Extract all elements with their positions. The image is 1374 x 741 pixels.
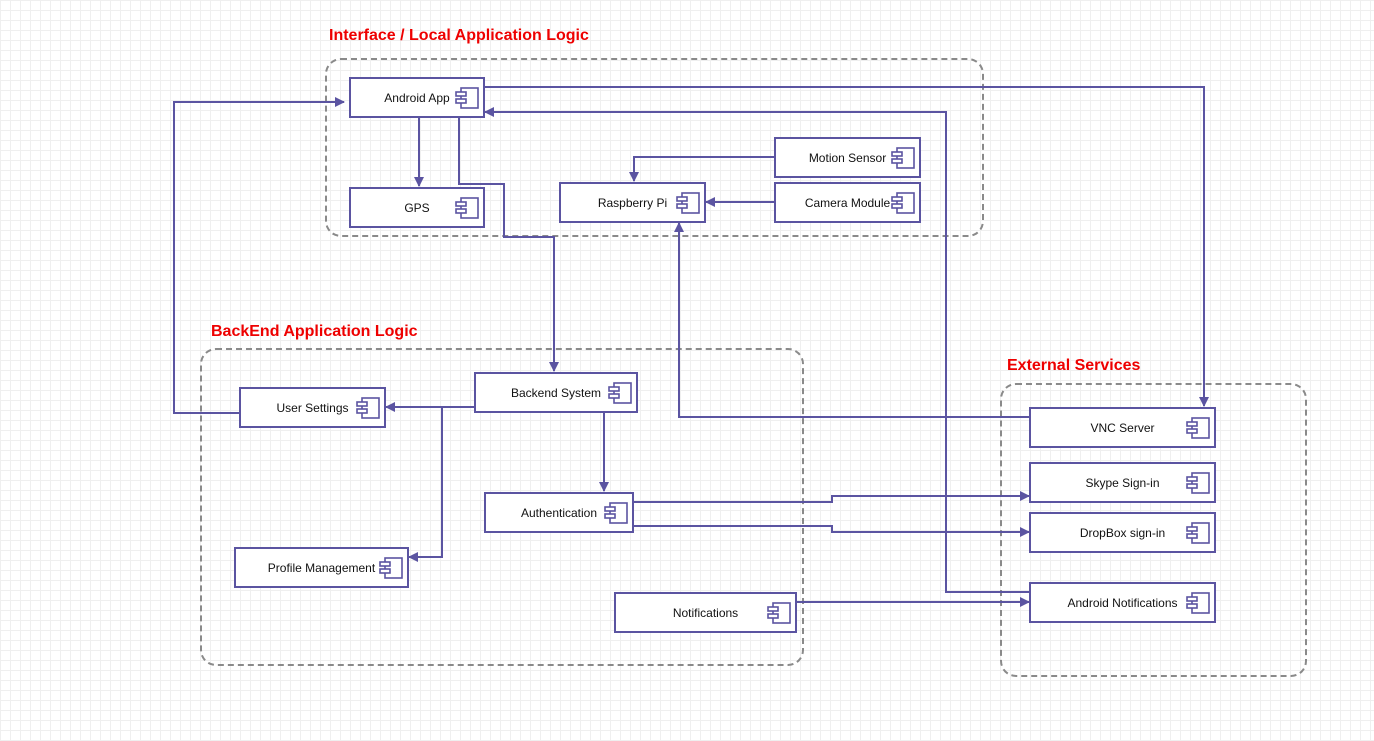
uml-component-icon [891,191,915,214]
uml-component-icon [891,146,915,169]
component-label: VNC Server [1090,420,1155,435]
component-raspberry-pi[interactable]: Raspberry Pi [559,182,706,223]
component-label: DropBox sign-in [1079,525,1166,540]
uml-component-icon [455,196,479,219]
uml-component-icon [676,191,700,214]
component-label: Profile Management [267,560,376,575]
component-camera-module[interactable]: Camera Module [774,182,921,223]
component-android-app[interactable]: Android App [349,77,485,118]
uml-component-icon [379,556,403,579]
component-label: Raspberry Pi [597,195,668,210]
component-user-settings[interactable]: User Settings [239,387,386,428]
component-label: Notifications [672,605,739,620]
component-label: Camera Module [804,195,891,210]
component-label: Motion Sensor [808,150,887,165]
edge-motion-sensor-to-raspberry-pi [629,156,775,182]
component-profile-management[interactable]: Profile Management [234,547,409,588]
component-android-notifications[interactable]: Android Notifications [1029,582,1216,623]
edge-android-app-to-vnc-server [484,86,1209,407]
uml-component-icon [455,86,479,109]
uml-component-icon [767,601,791,624]
component-dropbox-signin[interactable]: DropBox sign-in [1029,512,1216,553]
component-skype-signin[interactable]: Skype Sign-in [1029,462,1216,503]
group-external-title: External Services [1007,357,1141,374]
component-backend-system[interactable]: Backend System [474,372,638,413]
component-label: User Settings [276,400,349,415]
component-label: Backend System [510,385,602,400]
uml-component-icon [1186,521,1210,544]
component-vnc-server[interactable]: VNC Server [1029,407,1216,448]
group-backend-title: BackEnd Application Logic [211,323,418,340]
component-notifications[interactable]: Notifications [614,592,797,633]
component-label: GPS [404,200,430,215]
component-label: Android Notifications [1067,595,1178,610]
uml-component-icon [608,381,632,404]
group-interface-title: Interface / Local Application Logic [329,27,589,44]
uml-component-icon [356,396,380,419]
uml-component-icon [1186,591,1210,614]
component-authentication[interactable]: Authentication [484,492,634,533]
group-interface-box [325,58,984,237]
group-external-box [1000,383,1307,677]
edge-authentication-to-skype-signin [633,491,1030,503]
component-motion-sensor[interactable]: Motion Sensor [774,137,921,178]
uml-component-icon [1186,416,1210,439]
edge-authentication-to-dropbox-signin [633,525,1030,537]
edge-vnc-server-to-raspberry-pi [674,222,1030,418]
edge-android-notifications-to-android-app [484,107,1030,593]
edge-user-settings-to-android-app [173,97,345,414]
component-label: Skype Sign-in [1085,475,1160,490]
component-gps[interactable]: GPS [349,187,485,228]
uml-component-icon [1186,471,1210,494]
group-backend-box [200,348,804,666]
component-label: Android App [384,90,450,105]
uml-component-icon [604,501,628,524]
edge-android-app-to-backend-system [458,117,559,372]
edge-backend-system-to-profile-management [408,407,443,562]
component-label: Authentication [520,505,598,520]
